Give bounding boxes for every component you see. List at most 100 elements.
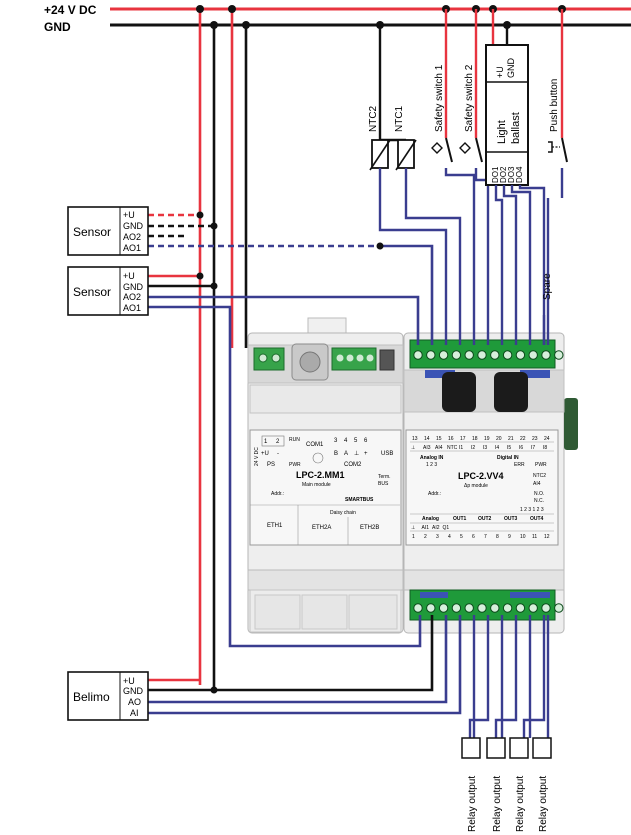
mm1-connectors (253, 343, 398, 630)
light-ballast (485, 9, 546, 345)
belimo-pin: AI (130, 708, 139, 718)
sensor2-box (67, 266, 149, 316)
vv4-bottom-number: 2 (424, 534, 427, 540)
push-button-label: Push button (549, 79, 560, 132)
belimo-pin: AO (128, 697, 141, 707)
terminal-screw (515, 603, 526, 613)
mm1-com2-pin: 6 (364, 438, 368, 444)
mm1-com2-pin: 5 (354, 438, 358, 444)
safety-switches (431, 9, 490, 345)
supply-plus-label: +24 V DC (44, 3, 97, 17)
vv4-top-number: 23 (532, 436, 538, 442)
vv4-module (403, 332, 578, 634)
relay-output-wires (468, 615, 550, 738)
mm1-ps-sign: - (277, 451, 279, 457)
sensor1-pin: +U (123, 210, 135, 220)
mm1-com2-sign: B (334, 451, 338, 457)
supply-gnd-label: GND (44, 20, 71, 34)
mm1-com2-pin: 4 (344, 438, 348, 444)
vv4-top-signal: ⊥ (411, 445, 415, 451)
mm1-addr: Addr.: (271, 491, 284, 497)
terminal-screw (502, 603, 513, 613)
terminal-screw (464, 603, 474, 613)
terminal-screw (477, 350, 487, 360)
terminal-screw (438, 603, 449, 613)
mm1-front-panel: 1 2 +U - PS 24 V DC RUN PWR COM1 3 4 5 6… (250, 435, 400, 545)
sensor2-pin: GND (123, 282, 144, 292)
mm1-com2-sign: A (344, 451, 348, 457)
terminal-screw (426, 350, 436, 360)
terminal-screw (554, 350, 564, 360)
ballast-gnd: GND (506, 58, 516, 79)
sensor1-pin: AO1 (123, 243, 141, 253)
mm1-subtitle: Main module (302, 482, 331, 488)
vv4-top-signal: AI3 (423, 445, 431, 451)
vv4-group: 1 2 3 (426, 462, 437, 468)
vv4-top-number: 17 (460, 436, 466, 442)
vv4-ai4: AI4 (533, 481, 541, 487)
sensor1-pin: AO2 (123, 232, 141, 242)
terminal-screw (541, 603, 551, 613)
rail-junctions (196, 5, 566, 29)
vv4-top-number: 19 (484, 436, 490, 442)
terminal-screw (477, 603, 487, 613)
vv4-ntc2: NTC2 (533, 473, 546, 479)
vv4-top-signal: I5 (507, 445, 511, 451)
vv4-analog-in: Analog IN (420, 455, 444, 461)
terminal-screw (438, 350, 449, 360)
vv4-pwr: PWR (535, 462, 547, 468)
sensor1-pin: GND (123, 221, 144, 231)
belimo-pin: +U (123, 676, 135, 686)
vv4-analog: Analog (422, 516, 439, 522)
vv4-bottom-signal: Q1 (443, 525, 450, 531)
vv4-bottom-number: 6 (472, 534, 475, 540)
sensor1-box (67, 206, 149, 256)
spare-label: Spare (542, 273, 553, 300)
mm1-com1: COM1 (306, 442, 324, 448)
ballast-do3: DO3 (507, 166, 516, 183)
terminal-screw (451, 603, 462, 613)
belimo-pin: GND (123, 686, 144, 696)
safety-switch-1-label: Safety switch 1 (434, 64, 445, 132)
vv4-bottom-signal: AI1 (422, 525, 430, 531)
sensor2-wires (148, 272, 422, 648)
vv4-top-signal: I7 (531, 445, 535, 451)
terminal-screw (413, 603, 423, 613)
mm1-brand: SMARTBUS (345, 497, 374, 503)
vv4-out: OUT1 (453, 516, 467, 522)
vv4-bottom-number: 11 (532, 534, 537, 540)
vv4-digital-in: Digital IN (497, 455, 519, 461)
vv4-top-signal: AI4 (435, 445, 443, 451)
vv4-top-number: 21 (508, 436, 514, 442)
safety-switch-2-label: Safety switch 2 (464, 64, 475, 132)
mm1-ps-pin: 2 (276, 439, 280, 445)
terminal-screw (502, 350, 513, 360)
mm1-pwr-led: PWR (289, 462, 301, 468)
mm1-com2-sign: ⊥ (354, 450, 359, 457)
relay-output-label: Relay output (467, 776, 478, 832)
vv4-bottom-number: 7 (484, 534, 487, 540)
terminal-screw (426, 603, 436, 613)
ntc-wiring (369, 25, 462, 345)
terminal-screw (515, 350, 526, 360)
vv4-top-signal: I6 (519, 445, 523, 451)
vv4-top-number: 14 (424, 436, 430, 442)
terminal-screw (490, 350, 500, 360)
relay-output-label: Relay output (515, 776, 526, 832)
terminal-screw (554, 603, 564, 613)
mm1-eth1: ETH1 (267, 523, 283, 529)
vv4-top-signal: I4 (495, 445, 499, 451)
mm1-com2: COM2 (344, 462, 362, 468)
vv4-top-terminals (413, 350, 564, 360)
relay-output-label: Relay output (492, 776, 503, 832)
belimo-wires (148, 615, 462, 715)
vv4-top-number: 15 (436, 436, 442, 442)
belimo-box (67, 671, 149, 721)
vv4-out: OUT4 (530, 516, 544, 522)
sensor1-wires (148, 211, 434, 345)
vv4-top-signal: I8 (543, 445, 547, 451)
belimo-name: Belimo (73, 690, 110, 704)
relay-boxes (461, 737, 552, 759)
vv4-bottom-number: 10 (520, 534, 526, 540)
ballast-title-2: ballast (510, 112, 522, 144)
